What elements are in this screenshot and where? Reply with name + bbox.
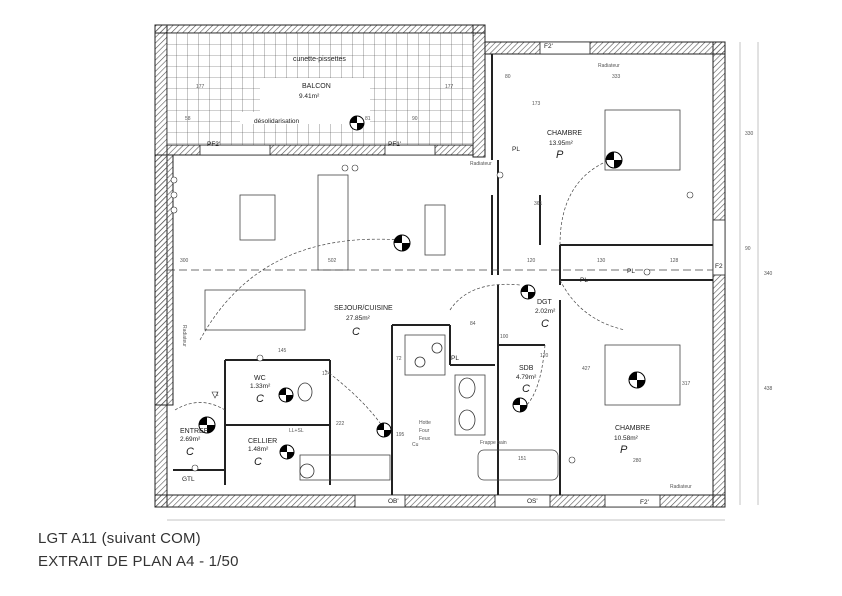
sdb-name: SDB — [519, 365, 534, 372]
four-label: Four — [419, 428, 430, 434]
pf2-label: PF2' — [207, 141, 220, 148]
dim-340: 340 — [764, 271, 773, 277]
f2-top-label: F2' — [544, 43, 553, 50]
dim-80a: 80 — [505, 74, 511, 80]
chambre2-name: CHAMBRE — [615, 425, 650, 432]
cu-label: Cu — [412, 442, 419, 448]
gtl-label: GTL — [182, 476, 195, 483]
cunette-label: cunette-pissettes — [293, 56, 346, 63]
dim-177b: 177 — [445, 84, 454, 90]
hotte-label: Hotte — [419, 420, 431, 426]
plan-caption-line2: EXTRAIT DE PLAN A4 - 1/50 — [38, 553, 239, 570]
pl-label-4: PL — [580, 277, 588, 284]
wc-name: WC — [254, 375, 266, 382]
cellier-tag: C — [254, 456, 262, 468]
cellier-name: CELLIER — [248, 438, 277, 445]
sanitary-fixtures — [297, 342, 476, 479]
ob-label: OB' — [388, 498, 399, 505]
pl-label-2: PL — [627, 268, 635, 275]
f2-bottom-label: F2' — [640, 499, 649, 506]
dim-81: 81 — [365, 116, 371, 122]
chambre1-area: 13.95m² — [549, 140, 574, 147]
wc-tag: C — [256, 393, 264, 405]
dim-128: 128 — [670, 258, 679, 264]
plan-caption-line1: LGT A11 (suivant COM) — [38, 530, 201, 547]
cellier-area: 1.48m² — [248, 446, 269, 453]
frappe-bain-label: Frappe bain — [480, 440, 507, 446]
feux-label: Feux — [419, 436, 431, 442]
dim-177a: 177 — [196, 84, 205, 90]
radiateur-label-3: Radiateur — [670, 484, 692, 490]
dim-120a: 120 — [527, 258, 536, 264]
entree-tag: C — [186, 446, 194, 458]
sejour-tag: C — [352, 326, 360, 338]
dim-280: 280 — [633, 458, 642, 464]
pl-label-1: PL — [512, 146, 520, 153]
dim-100: 100 — [500, 334, 509, 340]
dim-90: 90 — [412, 116, 418, 122]
dim-124: 124 — [322, 371, 331, 377]
door-swings — [174, 159, 626, 431]
balcon-area: 9.41m² — [299, 93, 320, 100]
dim-72: 72 — [396, 356, 402, 362]
dim-130: 130 — [597, 258, 606, 264]
dim-90b: 90 — [745, 246, 751, 252]
dim-438: 438 — [764, 386, 773, 392]
entree-name: ENTREE — [180, 428, 209, 435]
dim-151: 151 — [518, 456, 527, 462]
wc-area: 1.33m² — [250, 383, 271, 390]
chambre2-tag: P — [620, 444, 628, 456]
dim-300: 300 — [180, 258, 189, 264]
dim-120b: 120 — [540, 353, 549, 359]
light-fixtures — [198, 115, 646, 460]
dim-173: 173 — [532, 101, 541, 107]
chambre1-tag: P — [556, 149, 564, 161]
window-openings — [199, 41, 726, 508]
dim-317: 317 — [682, 381, 691, 387]
pf1-label: PF1' — [388, 141, 401, 148]
dim-330: 330 — [745, 131, 754, 137]
radiateur-label-2: Radiateur — [470, 161, 492, 167]
llsl-label: LL+SL — [289, 428, 304, 434]
dim-427: 427 — [582, 366, 591, 372]
sdb-tag: C — [522, 383, 530, 395]
dim-84: 84 — [470, 321, 476, 327]
os-label: OS' — [527, 498, 538, 505]
dgt-area: 2.02m² — [535, 308, 556, 315]
dim-58: 58 — [185, 116, 191, 122]
radiateur-label-1: Radiateur — [598, 63, 620, 69]
dim-222: 222 — [336, 421, 345, 427]
chambre1-name: CHAMBRE — [547, 130, 582, 137]
pl-label-3: PL — [451, 355, 459, 362]
thin-lines — [167, 109, 713, 481]
dim-195: 195 — [396, 432, 405, 438]
dgt-tag: C — [541, 318, 549, 330]
sejour-area: 27.85m² — [346, 315, 371, 322]
sdb-area: 4.79m² — [516, 374, 537, 381]
dim-333: 333 — [612, 74, 621, 80]
interior-partitions — [173, 54, 713, 495]
outlets — [170, 164, 694, 472]
chambre2-area: 10.58m² — [614, 435, 639, 442]
f2-right-label: F2 — [715, 263, 723, 270]
dgt-name: DGT — [537, 299, 553, 306]
dimension-annotations: 333 330 80 173 90 81 58 177 177 361 120 … — [167, 42, 773, 521]
radiateur-label-4: Radiateur — [181, 325, 187, 347]
balcon-name: BALCON — [302, 83, 331, 90]
dim-145: 145 — [278, 348, 287, 354]
entree-area: 2.69m² — [180, 436, 201, 443]
dim-502: 502 — [328, 258, 337, 264]
sejour-name: SEJOUR/CUISINE — [334, 305, 393, 312]
triangle-label: 1 — [216, 392, 219, 398]
dim-361: 361 — [534, 201, 543, 207]
desolidarisation-label: désolidarisation — [254, 118, 300, 125]
